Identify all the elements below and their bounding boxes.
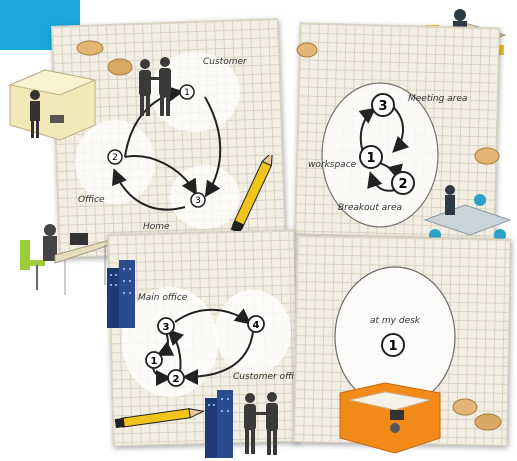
label-office: Office xyxy=(78,195,105,205)
label-customer: Customer xyxy=(203,57,248,67)
customer-building-icon xyxy=(203,388,235,460)
snack-icon xyxy=(105,55,135,79)
snack-icon xyxy=(450,392,505,437)
node-3-label: 3 xyxy=(163,322,170,333)
node-1-label: 1 xyxy=(366,151,375,166)
handshake-icon xyxy=(240,392,285,458)
label-meeting-area: Meeting area xyxy=(408,94,467,104)
snack-icon xyxy=(75,38,105,58)
node-2-label: 2 xyxy=(173,374,180,385)
label-workspace: workspace xyxy=(308,160,357,170)
node-1-label: 1 xyxy=(388,339,397,354)
home-worker-illustration xyxy=(15,215,115,300)
node-4-label: 4 xyxy=(253,320,260,331)
node-2-label: 2 xyxy=(112,153,118,163)
node-2-label: 2 xyxy=(398,177,407,192)
office-building-icon xyxy=(105,258,137,330)
node-3-label: 3 xyxy=(195,196,201,206)
label-main-office: Main office xyxy=(138,293,188,303)
cubicle-illustration xyxy=(5,65,100,145)
label-breakout-area: Breakout area xyxy=(338,203,402,213)
snack-icon xyxy=(295,40,319,60)
label-at-my-desk: at my desk xyxy=(370,316,421,326)
node-1-label: 1 xyxy=(184,88,190,98)
personal-desk-illustration xyxy=(335,378,445,460)
pencil-icon xyxy=(112,402,207,434)
snack-icon xyxy=(472,145,502,167)
node-1-label: 1 xyxy=(151,356,158,367)
label-customer-office: Customer office xyxy=(233,372,303,382)
node-3-label: 3 xyxy=(378,99,387,114)
label-home: Home xyxy=(143,222,170,232)
